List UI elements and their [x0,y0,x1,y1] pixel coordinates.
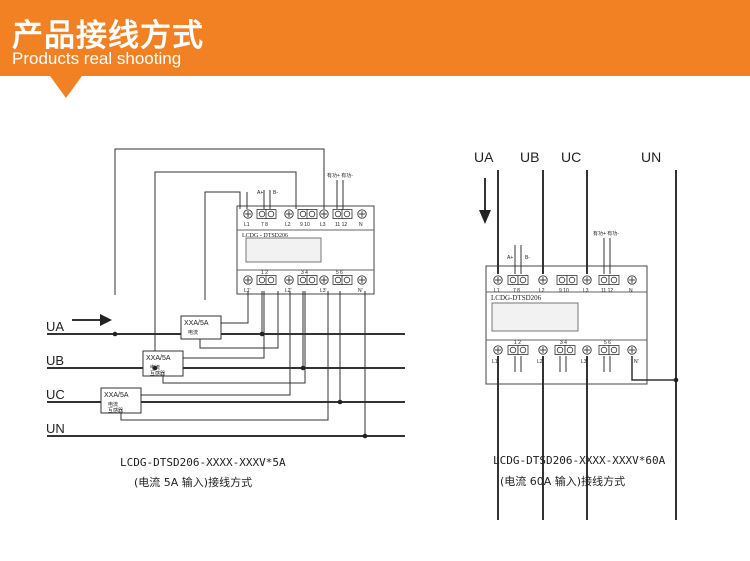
left-top-terminals [243,209,367,219]
right-top-l1: L1 [494,288,500,294]
left-meter-label: LCDG - DTSD206 [242,233,288,239]
left-ct-sub-3a: 电流 [108,401,118,408]
right-top-l3: L3 [583,288,589,294]
left-pulse-b: B- [273,190,278,196]
right-line-ub: UB [520,149,539,165]
left-bottom-terminals [243,275,367,285]
left-bot-l2: L2' [285,288,292,294]
right-top-910: 9 10 [559,288,569,294]
left-pulse-a: A+ [257,190,263,196]
left-ct-sub-2a: 电流 [150,364,160,371]
left-ct-sub-2b: 互感器 [150,370,165,377]
left-line-uc: UC [46,387,65,402]
right-top-l2: L2 [539,288,545,294]
left-line-ub: UB [46,353,64,368]
right-diagram [479,170,679,520]
left-ct-sub-3b: 互感器 [108,407,123,414]
left-top-n: N [359,222,363,228]
right-bot-l1: L1' [492,359,499,365]
left-top-78: 7 8 [261,222,268,228]
left-bot-34: 3 4 [301,270,308,276]
left-bot-l3: L3' [320,288,327,294]
right-line-ua: UA [474,149,494,165]
left-top-910: 9 10 [300,222,310,228]
left-ct-label-3: XXA/5A [104,392,129,399]
left-line-un: UN [46,421,65,436]
left-comm-label: 有功+ 有功- [327,172,353,179]
right-top-78: 7 8 [513,288,520,294]
left-caption-desc: (电流 5A 输入)接线方式 [134,475,252,489]
left-top-l2: L2 [285,222,291,228]
right-top-terminals [493,275,637,285]
right-bot-34: 3 4 [560,340,567,346]
header-banner: 产品接线方式 Products real shooting [0,0,750,76]
left-bot-n: N' [358,288,363,294]
right-pulse-a: A+ [507,255,513,261]
right-bot-12: 1 2 [514,340,521,346]
right-bot-n: N' [634,359,639,365]
right-line-uc: UC [561,149,581,165]
left-ct-sub-1: 电流 [188,329,198,336]
left-ct-label-2: XXA/5A [146,355,171,362]
right-caption-desc: (电流 60A 输入)接线方式 [500,474,625,488]
left-bot-12: 1 2 [261,270,268,276]
page-title: 产品接线方式 [12,18,204,54]
right-meter-label: LCDG-DTSD206 [491,294,542,302]
right-caption-model: LCDG-DTSD206-XXXX-XXXV*60A [493,454,666,467]
right-bottom-terminals [493,345,637,355]
left-top-l3: L3 [320,222,326,228]
left-top-1112: 11 12 [335,222,347,228]
right-pulse-b: B- [525,255,530,261]
left-meter-display [245,237,322,263]
right-meter-display [491,302,579,332]
right-bot-l3: L3' [581,359,588,365]
left-top-l1: L1 [244,222,250,228]
left-bot-56: 5 6 [336,270,343,276]
right-top-1112: 11 12 [601,288,613,294]
banner-notch [50,76,82,98]
left-ct-label-1: XXA/5A [184,320,209,327]
right-bot-l2: L2' [537,359,544,365]
left-caption-model: LCDG-DTSD206-XXXX-XXXV*5A [120,456,286,469]
left-line-ua: UA [46,319,64,334]
right-line-un: UN [641,149,661,165]
right-comm-label: 有功+ 有功- [593,230,619,237]
left-bot-l1: L1' [244,288,251,294]
left-diagram [47,148,405,439]
right-top-n: N [629,288,633,294]
right-bot-56: 5 6 [604,340,611,346]
page-subtitle: Products real shooting [12,49,182,68]
